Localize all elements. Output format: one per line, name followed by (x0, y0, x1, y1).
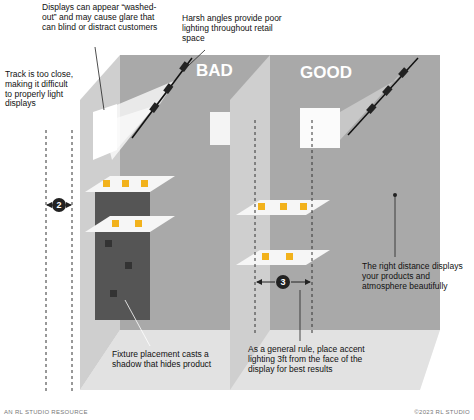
callout-text: Fixture placement casts a shadow that hi… (112, 350, 212, 370)
callout-text: Track is too close, making it difficult … (5, 70, 75, 109)
product (141, 180, 148, 187)
dimension-arrow (291, 282, 310, 283)
product (110, 290, 117, 297)
light-track (132, 58, 192, 138)
track-light (398, 67, 408, 78)
distance-line (312, 120, 313, 335)
shelf (85, 216, 175, 232)
product (262, 253, 269, 260)
washed-out-display (93, 104, 117, 160)
dimension-arrow (257, 282, 275, 283)
callout-text: Displays can appear “washed-out” and may… (42, 3, 162, 32)
callout-text: Harsh angles provide poor lighting throu… (182, 14, 292, 43)
callout-circle: 2 (52, 198, 66, 212)
leader-line (95, 47, 104, 110)
product (286, 253, 293, 260)
track-light (366, 103, 376, 114)
wall-display (300, 108, 340, 148)
callout-text: The right distance displays your product… (362, 262, 466, 291)
distance-line (72, 130, 73, 392)
product (300, 203, 307, 210)
product (135, 220, 142, 227)
footer-text: ©2023 RL STUDIO (414, 409, 470, 416)
product (103, 180, 110, 187)
track-light (163, 83, 173, 94)
callout-number: 2 (56, 200, 61, 210)
track-light (149, 102, 159, 113)
product (280, 203, 287, 210)
distance-line (46, 130, 47, 392)
product (125, 262, 132, 269)
product (122, 180, 129, 187)
product (105, 240, 112, 247)
track-light (382, 85, 392, 96)
footer-text: AN RL STUDIO RESOURCE (4, 409, 88, 416)
dimension-arrow (67, 205, 71, 206)
track-light (179, 61, 189, 72)
leader-dot (393, 193, 397, 197)
leader-line (125, 300, 150, 346)
callout-circle: 3 (276, 275, 290, 289)
shelf (236, 200, 330, 215)
product (258, 203, 265, 210)
shelf (236, 250, 330, 265)
distance-line (255, 120, 256, 335)
callout-text: As a general rule, place accent lighting… (248, 345, 366, 374)
callout-number: 3 (280, 277, 285, 287)
shadow (95, 192, 150, 320)
light-beam (340, 72, 402, 140)
panel-title: BAD (196, 62, 233, 79)
product (112, 220, 119, 227)
dimension-arrow (47, 205, 51, 206)
leader-line (300, 290, 301, 341)
panel-title: GOOD (300, 64, 352, 81)
side-wall (230, 55, 270, 390)
leader-line (395, 195, 396, 257)
shelf (85, 176, 175, 192)
light-track (348, 58, 418, 135)
